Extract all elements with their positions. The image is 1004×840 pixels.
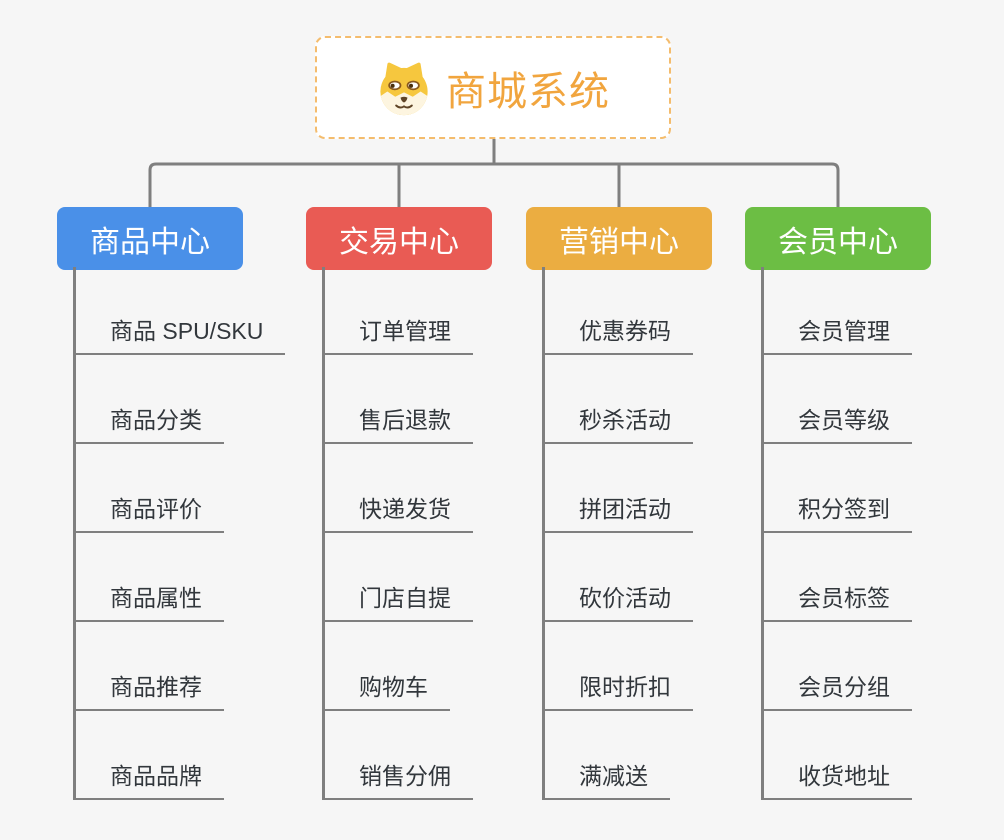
branch-node-marketing[interactable]: 营销中心 (526, 207, 712, 270)
child-item[interactable]: 商品评价 (76, 444, 224, 533)
child-item[interactable]: 会员标签 (764, 533, 912, 622)
children-column-trade: 订单管理 售后退款 快递发货 门店自提 购物车 销售分佣 (322, 267, 473, 800)
child-item[interactable]: 砍价活动 (545, 533, 693, 622)
child-item[interactable]: 秒杀活动 (545, 355, 693, 444)
child-item[interactable]: 销售分佣 (325, 711, 473, 800)
child-item[interactable]: 积分签到 (764, 444, 912, 533)
child-item[interactable]: 会员分组 (764, 622, 912, 711)
branch-node-member[interactable]: 会员中心 (745, 207, 931, 270)
child-item[interactable]: 门店自提 (325, 533, 473, 622)
child-item[interactable]: 商品 SPU/SKU (76, 267, 286, 355)
child-item[interactable]: 商品分类 (76, 355, 224, 444)
child-item[interactable]: 快递发货 (325, 444, 473, 533)
child-item[interactable]: 商品品牌 (76, 711, 224, 800)
child-item[interactable]: 会员管理 (764, 267, 912, 355)
branch-rail-line (148, 162, 840, 208)
branch-node-trade[interactable]: 交易中心 (306, 207, 492, 270)
branch-node-label: 商品中心 (90, 225, 210, 259)
child-item[interactable]: 商品推荐 (76, 622, 224, 711)
child-item[interactable]: 订单管理 (325, 267, 473, 355)
shiba-dog-icon (380, 62, 428, 115)
branch-node-goods[interactable]: 商品中心 (57, 207, 243, 270)
child-item[interactable]: 拼团活动 (545, 444, 693, 533)
children-column-goods: 商品 SPU/SKU 商品分类 商品评价 商品属性 商品推荐 商品品牌 (73, 267, 286, 800)
branch-node-label: 营销中心 (559, 225, 679, 259)
child-item[interactable]: 限时折扣 (545, 622, 693, 711)
branch-node-label: 会员中心 (778, 225, 898, 259)
child-item[interactable]: 满减送 (545, 711, 670, 800)
child-item[interactable]: 商品属性 (76, 533, 224, 622)
child-item[interactable]: 购物车 (325, 622, 450, 711)
child-item[interactable]: 会员等级 (764, 355, 912, 444)
root-node[interactable]: 商城系统 (315, 36, 671, 139)
children-column-marketing: 优惠券码 秒杀活动 拼团活动 砍价活动 限时折扣 满减送 (542, 267, 693, 800)
child-item[interactable]: 售后退款 (325, 355, 473, 444)
branch-node-label: 交易中心 (339, 225, 459, 259)
root-node-label: 商城系统 (446, 69, 610, 114)
children-column-member: 会员管理 会员等级 积分签到 会员标签 会员分组 收货地址 (761, 267, 912, 800)
child-item[interactable]: 优惠券码 (545, 267, 693, 355)
child-item[interactable]: 收货地址 (764, 711, 912, 800)
